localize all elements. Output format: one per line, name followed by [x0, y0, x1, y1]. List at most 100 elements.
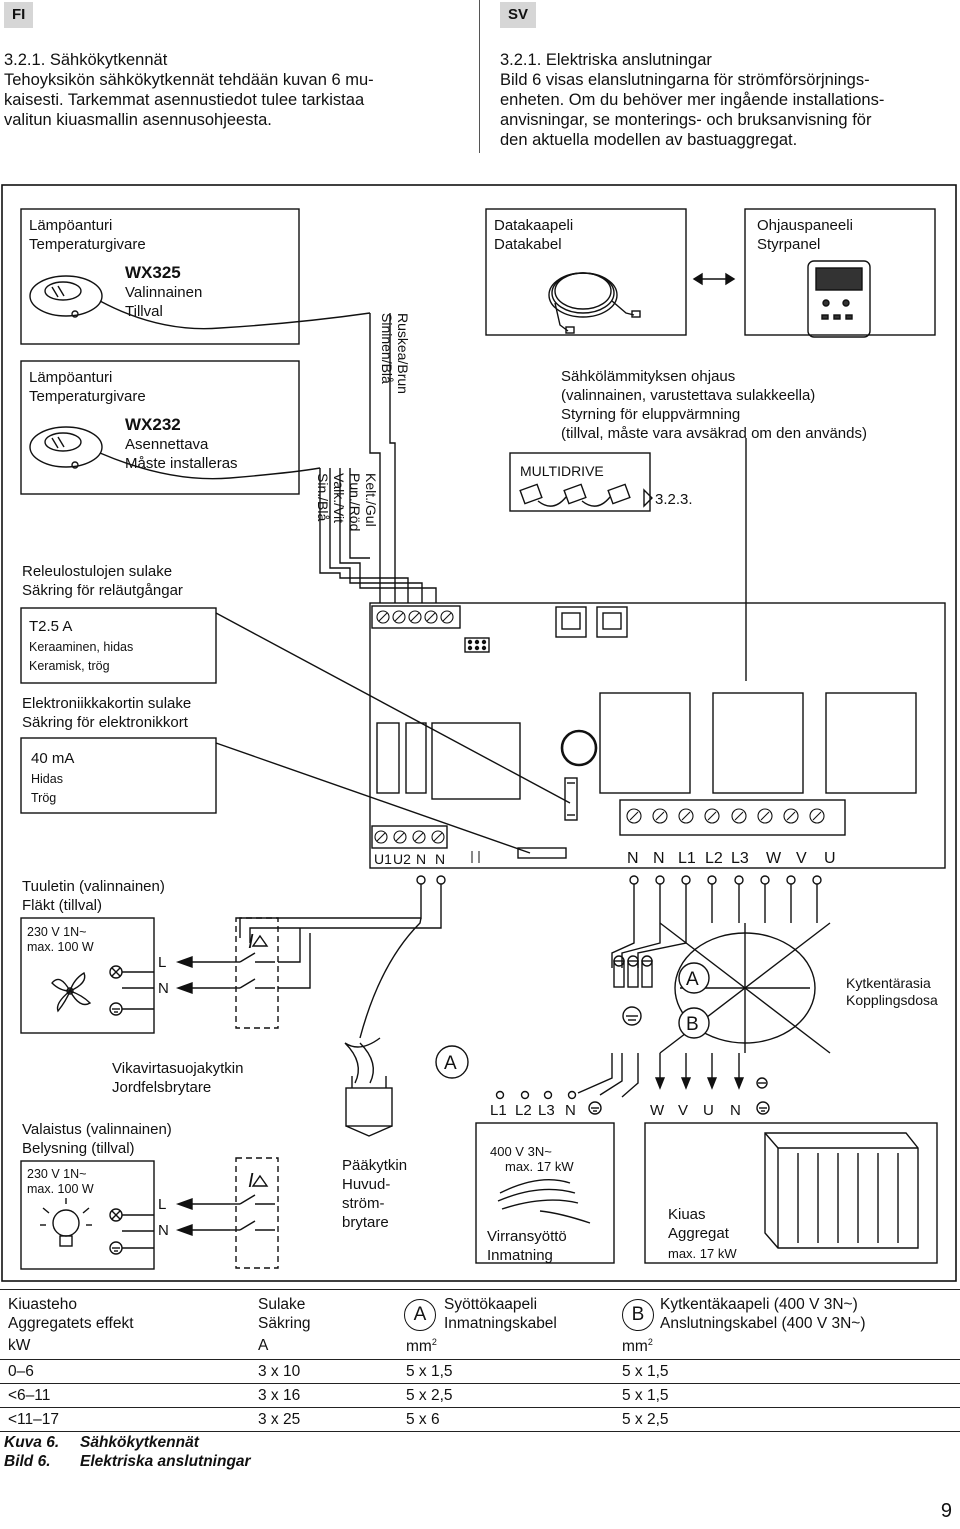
board-fuse-desc-sv: Trög — [31, 791, 56, 805]
heating-control-l1: Sähkölämmityksen ohjaus — [561, 368, 735, 385]
cable-a-label: A — [444, 1053, 457, 1074]
heater: W V U N Kiuas Aggregat max. 17 kW — [644, 1053, 938, 1264]
lang-tab-sv: SV — [500, 2, 537, 28]
wire-label-brown: Ruskea/Brun — [395, 313, 411, 394]
wire-label-yellow: Kelt./Gul — [363, 473, 379, 527]
supply-label-sv: Inmatning — [487, 1247, 553, 1264]
junction-box: A B Kytkentärasia Kopplingsdosa — [613, 922, 938, 1054]
terminal-label: L2 — [705, 850, 723, 867]
header-conn-cable-sv: Anslutningskabel (400 V 3N~) — [660, 1315, 866, 1332]
supply-voltage: 400 V 3N~ — [490, 1144, 552, 1159]
wire-label-red: Pun./Röd — [347, 473, 363, 531]
sensor1-option-fi: Valinnainen — [125, 284, 202, 301]
relay-fuse-value: T2.5 A — [29, 618, 72, 635]
heating-control-l3: Styrning för eluppvärmning — [561, 406, 740, 423]
mainswitch-label-sv3: brytare — [342, 1214, 389, 1231]
board-fuse-value: 40 mA — [31, 750, 74, 767]
table-cell: 3 x 16 — [258, 1387, 301, 1404]
header-fuse-fi: Sulake — [258, 1296, 306, 1313]
table-cell: 5 x 2,5 — [406, 1387, 453, 1404]
fan-label-sv: Fläkt (tillval) — [22, 897, 102, 914]
cable-a-marker: A — [686, 969, 699, 990]
rcd-label-sv: Jordfelsbrytare — [112, 1079, 211, 1096]
rcd-label-fi: Vikavirtasuojakytkin — [112, 1060, 243, 1077]
wire-label-blue2: Sin./Blå — [315, 473, 331, 521]
header-power-fi: Kiuasteho — [8, 1296, 77, 1313]
fan-icon — [51, 971, 92, 1013]
sv-line: den aktuella modellen av bastuaggregat. — [500, 131, 798, 149]
terminal-label: U2 — [393, 851, 411, 867]
sauna-heater-icon — [764, 1132, 919, 1249]
wiring-diagram: Lämpöanturi Temperaturgivare WX325 Valin… — [1, 184, 957, 1282]
page-number: 9 — [940, 1500, 952, 1522]
heater-terminal: W — [650, 1102, 665, 1119]
junction-label-fi: Kytkentärasia — [846, 975, 931, 991]
table-cell: 5 x 2,5 — [622, 1411, 669, 1428]
wire-label-blue: Sininen/Blå — [379, 313, 395, 384]
header-cable-a-badge: A — [404, 1299, 436, 1331]
unit-text: mm — [622, 1338, 648, 1356]
fi-heading: 3.2.1. Sähkökytkennät — [4, 51, 168, 69]
rcd-switch-light: I — [230, 1157, 279, 1269]
terminal-label: U1 — [374, 851, 392, 867]
temperature-sensor-icon — [29, 426, 321, 480]
power-supply: L1 L2 L3 N 400 V 3N~ max. 17 kW Virransy… — [475, 1053, 639, 1264]
terminal-label: U — [824, 850, 836, 867]
sensor2-option-fi: Asennettava — [125, 436, 209, 453]
table-cell: 0–6 — [8, 1363, 34, 1380]
light-bulb-icon — [40, 1198, 92, 1247]
sv-intro: 3.2.1. Elektriska anslutningar Bild 6 vi… — [500, 50, 884, 150]
heater-label-fi: Kiuas — [668, 1206, 706, 1223]
fan-label-fi: Tuuletin (valinnainen) — [22, 878, 165, 895]
header-supply-unit: mm2 — [406, 1337, 437, 1356]
panel-label-fi: Ohjauspaneeli — [757, 217, 853, 234]
cable-coil-icon — [548, 272, 641, 334]
board-fuse-label-fi: Elektroniikkakortin sulake — [22, 695, 191, 712]
cable-icon — [497, 1178, 591, 1224]
terminal-label: L3 — [731, 850, 749, 867]
sensor-wx232: Lämpöanturi Temperaturgivare WX232 Asenn… — [20, 360, 321, 495]
line-label-l: L — [158, 1196, 166, 1213]
header-conn-cable-fi: Kytkentäkaapeli (400 V 3N~) — [660, 1296, 858, 1313]
table-cell: 5 x 6 — [406, 1411, 440, 1428]
header-fuse-sv: Säkring — [258, 1315, 311, 1332]
column-divider — [479, 0, 480, 153]
datacable-label-fi: Datakaapeli — [494, 217, 573, 234]
table-rule — [0, 1383, 960, 1384]
caption-sv-text: Elektriska anslutningar — [80, 1453, 251, 1470]
idelta-symbol: I — [248, 931, 254, 953]
terminal-label: N — [435, 851, 445, 867]
header-fuse-unit: A — [258, 1337, 269, 1354]
fi-line: valitun kiuasmallin asennusohjeesta. — [4, 111, 272, 129]
header-supply-cable-sv: Inmatningskabel — [444, 1315, 557, 1332]
temperature-sensor-icon — [29, 275, 371, 330]
caption-sv-label: Bild 6. — [4, 1453, 51, 1470]
terminal-label: N — [653, 850, 665, 867]
light-label-sv: Belysning (tillval) — [22, 1140, 135, 1157]
rcd-switch-fan: I — [230, 917, 279, 1029]
datacable-label-sv: Datakabel — [494, 236, 562, 253]
board-fuse-desc-fi: Hidas — [31, 772, 63, 786]
fi-line: kaisesti. Tarkemmat asennustiedot tulee … — [4, 91, 365, 109]
relay-fuse-desc-sv: Keramisk, trög — [29, 659, 110, 673]
terminal-label: W — [766, 850, 782, 867]
header-cable-b-badge: B — [622, 1299, 654, 1331]
lang-tab-fi: FI — [4, 2, 34, 28]
heating-control-l4: (tillval, måste vara avsäkrad om den anv… — [561, 425, 867, 442]
header-supply-cable-fi: Syöttökaapeli — [444, 1296, 538, 1313]
sv-heading: 3.2.1. Elektriska anslutningar — [500, 51, 712, 69]
sensor2-model: WX232 — [125, 415, 181, 434]
multidrive: MULTIDRIVE 3.2.3. — [509, 452, 693, 512]
fan-section: Tuuletin (valinnainen) Fläkt (tillval) 2… — [20, 878, 230, 1034]
caption-fi-text: Sähkökytkennät — [80, 1434, 199, 1451]
sensor2-label-sv: Temperaturgivare — [29, 388, 146, 405]
ground-icon — [109, 1241, 123, 1255]
fan-power: max. 100 W — [27, 940, 94, 954]
terminal-label: L1 — [678, 850, 696, 867]
table-cell: 5 x 1,5 — [622, 1387, 669, 1404]
supply-terminal: L2 — [515, 1102, 532, 1119]
terminal-label: N — [416, 851, 426, 867]
cable-a-badge — [435, 1045, 469, 1079]
supply-terminal: L3 — [538, 1102, 555, 1119]
caption-sv: Bild 6. Elektriska anslutningar — [4, 1453, 251, 1471]
